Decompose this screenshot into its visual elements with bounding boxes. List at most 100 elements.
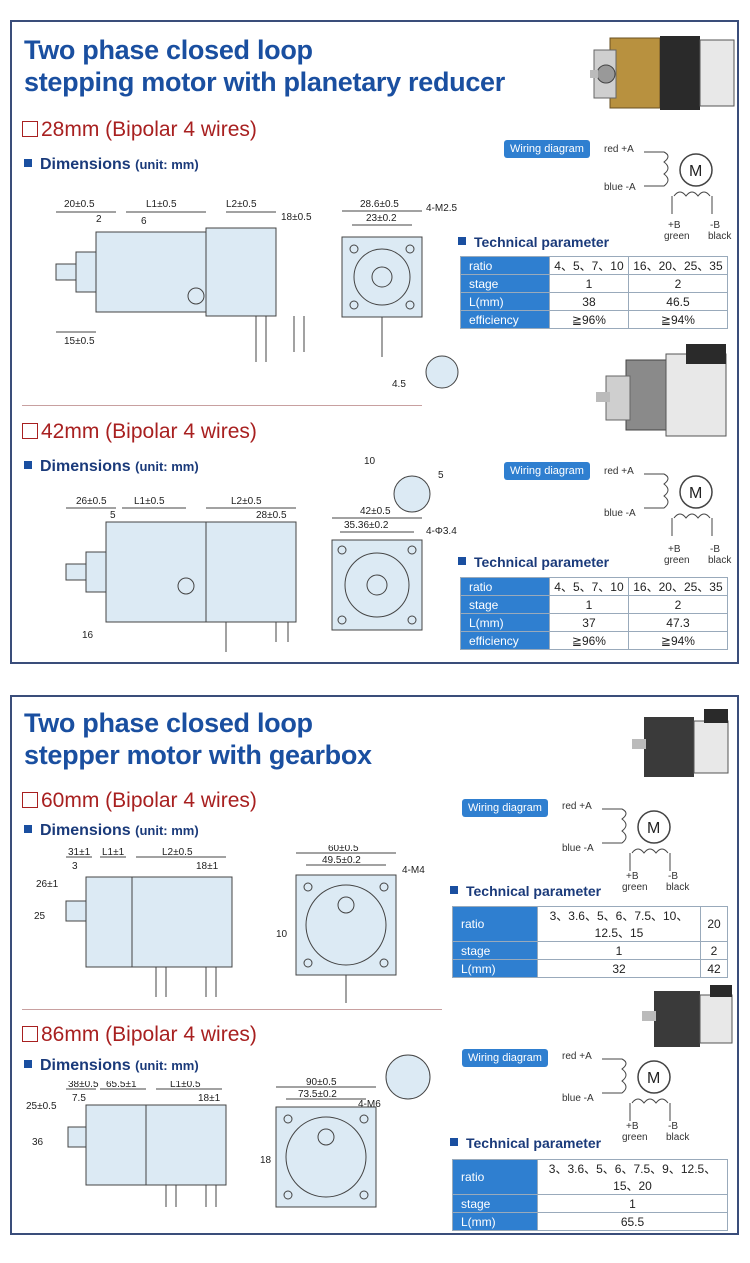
table-row: efficiency≧96%≧94%	[460, 310, 729, 329]
motor-coil-icon: M	[602, 1058, 671, 1121]
motor-photo-86mm	[642, 985, 733, 1047]
section-28mm-label: 28mm (Bipolar 4 wires)	[22, 118, 257, 142]
wiring-diagram-badge: Wiring diagram	[462, 799, 548, 817]
wire-a-minus: blue -A	[562, 1093, 594, 1104]
wiring-diagram-60mm: Wiring diagram red +A blue -A M +B -B gr…	[462, 793, 692, 893]
wiring-diagram-42mm: Wiring diagram red +A blue -A M +B -B gr…	[504, 456, 734, 566]
dim-label: 15±0.5	[64, 336, 95, 347]
dim-label: 18±1	[198, 1093, 221, 1104]
tech-param-heading-60mm: Technical parameter	[450, 883, 601, 899]
panel-title-line2: stepping motor with planetary reducer	[24, 67, 505, 97]
wire-a-plus: red +A	[604, 466, 634, 477]
dim-label: 5	[110, 510, 116, 521]
drawing-28mm-front: 28.6±0.5 23±0.2 4-M2.5 4.5	[341, 199, 459, 390]
wire-a-minus: blue -A	[604, 508, 636, 519]
wire-black: black	[666, 882, 690, 893]
dim-label: 25±0.5	[26, 1101, 57, 1112]
wire-b-plus: +B	[626, 1121, 639, 1132]
motor-coil-icon: M	[644, 151, 713, 214]
drawing-60mm-front: 60±0.5 49.5±0.2 4-M4 10	[276, 845, 425, 1003]
panel-gearbox: Two phase closed loop stepper motor with…	[10, 695, 739, 1235]
wire-a-minus: blue -A	[604, 182, 636, 193]
dimensions-heading-42mm: Dimensions (unit: mm)	[24, 458, 199, 476]
dim-label: 38±0.5	[68, 1081, 99, 1090]
table-row: efficiency≧96%≧94%	[460, 631, 729, 650]
drawing-42mm-front: 42±0.5 35.36±0.2 4-Φ3.4 10 5	[331, 456, 457, 631]
svg-text:M: M	[647, 820, 660, 837]
dim-label: 60±0.5	[328, 845, 359, 854]
wire-green: green	[622, 1132, 648, 1143]
dim-label: 7.5	[72, 1093, 86, 1104]
dim-label: 4-M2.5	[426, 203, 458, 214]
wire-b-plus: +B	[668, 544, 681, 555]
divider	[22, 405, 422, 406]
dim-label: 31±1	[68, 847, 91, 858]
drawing-60mm-side: 31±1 L1±1 L2±0.5 18±1 3 26±1 25	[34, 847, 233, 997]
dim-label: L1±0.5	[170, 1081, 201, 1090]
svg-text:M: M	[689, 163, 702, 180]
dim-label: 26±0.5	[76, 496, 107, 507]
divider	[22, 1009, 442, 1010]
dim-label: 18±0.5	[281, 212, 312, 223]
wiring-diagram-badge: Wiring diagram	[462, 1049, 548, 1067]
dimensions-heading-60mm: Dimensions (unit: mm)	[24, 822, 199, 840]
dim-label: 36	[32, 1137, 44, 1148]
drawing-86mm-side: 38±0.5 65.5±1 L1±0.5 18±1 25±0.5 7.5 36	[26, 1081, 227, 1207]
dim-label: 4-M4	[402, 865, 425, 876]
wire-b-plus: +B	[668, 220, 681, 231]
dim-label: 4-Φ3.4	[426, 526, 457, 537]
wire-a-plus: red +A	[604, 144, 634, 155]
wire-a-plus: red +A	[562, 1051, 592, 1062]
wiring-diagram-28mm: Wiring diagram red +A blue -A M +B -B gr…	[504, 134, 734, 242]
section-42mm-label: 42mm (Bipolar 4 wires)	[22, 420, 257, 444]
table-row: L(mm)65.5	[452, 1212, 728, 1231]
dim-label: 3	[72, 861, 78, 872]
dim-label: 90±0.5	[306, 1077, 337, 1088]
dim-label: 23±0.2	[366, 213, 397, 224]
tech-param-heading-86mm: Technical parameter	[450, 1135, 601, 1151]
wire-b-minus: -B	[710, 220, 720, 231]
dim-label: L1±0.5	[146, 199, 177, 210]
dim-label: L2±0.5	[231, 496, 262, 507]
dim-label: 65.5±1	[106, 1081, 137, 1090]
motor-photo-28mm	[590, 36, 735, 110]
dim-label: 73.5±0.2	[298, 1089, 337, 1100]
svg-text:M: M	[647, 1070, 660, 1087]
wire-b-minus: -B	[668, 1121, 678, 1132]
dim-label: 28±0.5	[256, 510, 287, 521]
motor-photo-42mm	[596, 344, 727, 437]
wire-green: green	[622, 882, 648, 893]
tech-param-heading-28mm: Technical parameter	[458, 234, 609, 250]
dim-label: 35.36±0.2	[344, 520, 389, 531]
dim-label: 4-M6	[358, 1099, 381, 1110]
wire-black: black	[708, 555, 732, 566]
wire-green: green	[664, 231, 690, 242]
panel-planetary-reducer: Two phase closed loop stepping motor wit…	[10, 20, 739, 664]
dim-label: 10	[364, 456, 376, 467]
section-60mm-label: 60mm (Bipolar 4 wires)	[22, 789, 257, 813]
dimensions-heading-28mm: Dimensions (unit: mm)	[24, 156, 199, 174]
dim-label: 18±1	[196, 861, 219, 872]
dim-label: L1±0.5	[134, 496, 165, 507]
drawing-28mm-side: 20±0.5 L1±0.5 L2±0.5 18±0.5 2 6 15±0.5	[55, 199, 312, 362]
dim-label: 28.6±0.5	[360, 199, 399, 210]
dim-label: L2±0.5	[226, 199, 257, 210]
dim-label: 5	[438, 470, 444, 481]
panel-title-line1: Two phase closed loop	[24, 708, 313, 738]
dim-label: 10	[276, 929, 288, 940]
dim-label: 2	[96, 214, 102, 225]
motor-coil-icon: M	[644, 473, 713, 536]
dim-label: 16	[82, 630, 94, 641]
wire-black: black	[708, 231, 732, 242]
dim-label: 6	[141, 216, 147, 227]
